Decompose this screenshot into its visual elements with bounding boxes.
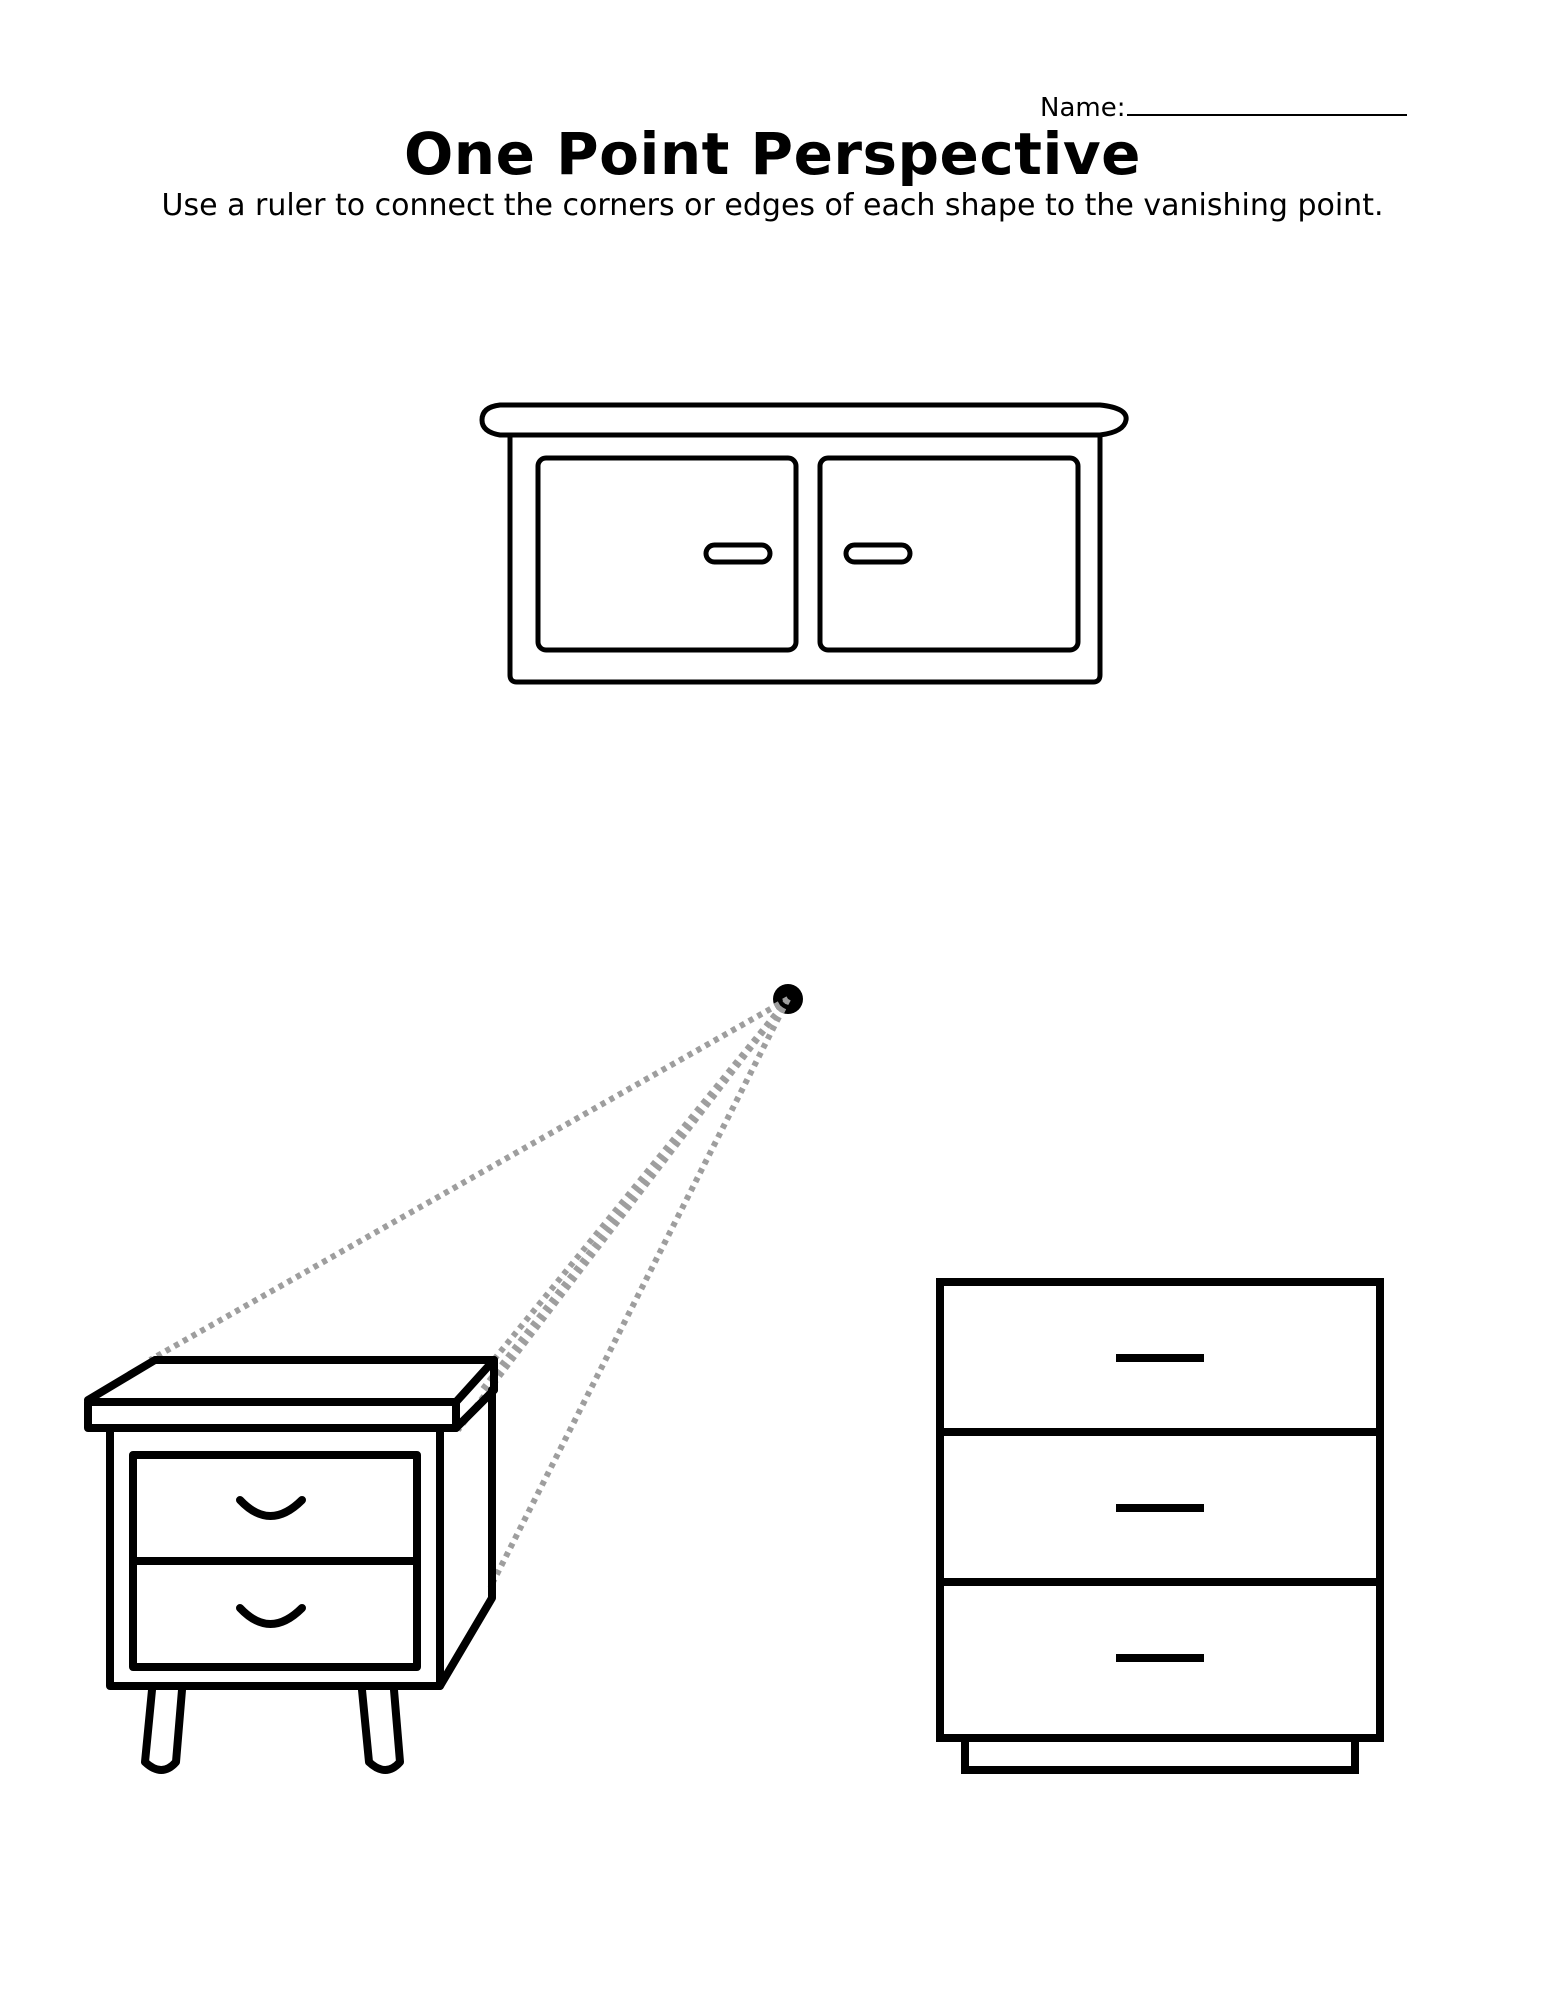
dresser-base bbox=[961, 1734, 1359, 1774]
guide-line bbox=[489, 997, 791, 1364]
cabinet-top bbox=[479, 402, 1129, 438]
dresser-drawing bbox=[936, 1278, 1384, 1774]
nightstand-leg-left bbox=[141, 1686, 186, 1774]
guide-line bbox=[487, 997, 791, 1590]
cabinet-right-handle bbox=[843, 542, 913, 565]
nightstand-drawing bbox=[84, 1356, 498, 1774]
guide-lines bbox=[148, 996, 791, 1590]
name-field[interactable]: Name: bbox=[1040, 90, 1408, 123]
name-label: Name: bbox=[1040, 93, 1126, 123]
nightstand-handle-1 bbox=[236, 1496, 306, 1520]
nightstand-top-side bbox=[452, 1386, 498, 1432]
guide-line bbox=[148, 996, 790, 1363]
cabinet-left-door bbox=[535, 455, 799, 653]
cabinet-body bbox=[507, 435, 1103, 685]
nightstand-drawer-1 bbox=[129, 1451, 421, 1565]
page-title: One Point Perspective bbox=[403, 120, 1142, 188]
nightstand-side bbox=[436, 1386, 496, 1690]
nightstand-handle-2 bbox=[236, 1604, 306, 1628]
cabinet-right-door bbox=[817, 455, 1081, 653]
cabinet-drawing bbox=[479, 402, 1129, 685]
nightstand-drawer-2 bbox=[129, 1557, 421, 1671]
nightstand-body bbox=[106, 1424, 444, 1690]
instruction-text: Use a ruler to connect the corners or ed… bbox=[161, 188, 1384, 223]
nightstand-leg-right bbox=[358, 1686, 404, 1774]
name-blank[interactable] bbox=[1127, 90, 1408, 116]
nightstand-top-surface bbox=[84, 1356, 498, 1406]
cabinet-left-handle bbox=[703, 542, 773, 565]
guide-line bbox=[455, 997, 791, 1432]
